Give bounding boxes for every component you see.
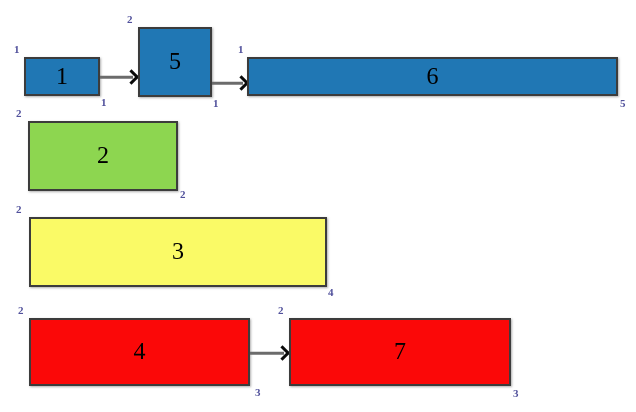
box-7-top-left-tag: 2	[278, 305, 284, 317]
box-2-top-left-tag: 2	[16, 108, 22, 120]
box-6-top-left-tag: 1	[238, 44, 244, 56]
box-6-bottom-right-tag: 5	[620, 98, 626, 110]
box-3: 3	[29, 217, 327, 287]
box-4-top-left-tag: 2	[18, 305, 24, 317]
box-4-bottom-right-tag: 3	[255, 387, 261, 399]
arrow-shaft	[212, 81, 243, 85]
box-7-bottom-right-tag: 3	[513, 388, 519, 400]
arrow-head-icon	[123, 69, 140, 85]
box-1-top-left-tag: 1	[14, 44, 20, 56]
box-1: 1	[24, 57, 100, 96]
box-4-label: 4	[133, 339, 146, 365]
box-3-bottom-right-tag: 4	[328, 287, 334, 299]
box-2: 2	[28, 121, 178, 191]
arrow-shaft	[250, 351, 284, 355]
arrow-head-icon	[274, 345, 291, 361]
box-2-label: 2	[97, 143, 109, 169]
arrow-4-to-7	[250, 344, 291, 362]
box-5-bottom-right-tag: 1	[213, 98, 219, 110]
box-1-label: 1	[56, 63, 68, 90]
box-5: 5	[138, 27, 212, 97]
box-3-top-left-tag: 2	[16, 204, 22, 216]
arrow-1-to-5	[100, 68, 140, 86]
arrow-shaft	[100, 75, 133, 79]
box-5-label: 5	[169, 49, 181, 75]
box-6-label: 6	[426, 63, 439, 90]
box-6: 6	[247, 57, 618, 96]
box-7-label: 7	[394, 339, 406, 365]
box-3-label: 3	[172, 239, 184, 265]
box-4: 4	[29, 318, 250, 386]
box-2-bottom-right-tag: 2	[180, 189, 186, 201]
box-7: 7	[289, 318, 511, 386]
box-5-top-left-tag: 2	[127, 14, 133, 26]
box-1-bottom-right-tag: 1	[101, 97, 107, 109]
arrow-5-to-6	[212, 74, 250, 92]
